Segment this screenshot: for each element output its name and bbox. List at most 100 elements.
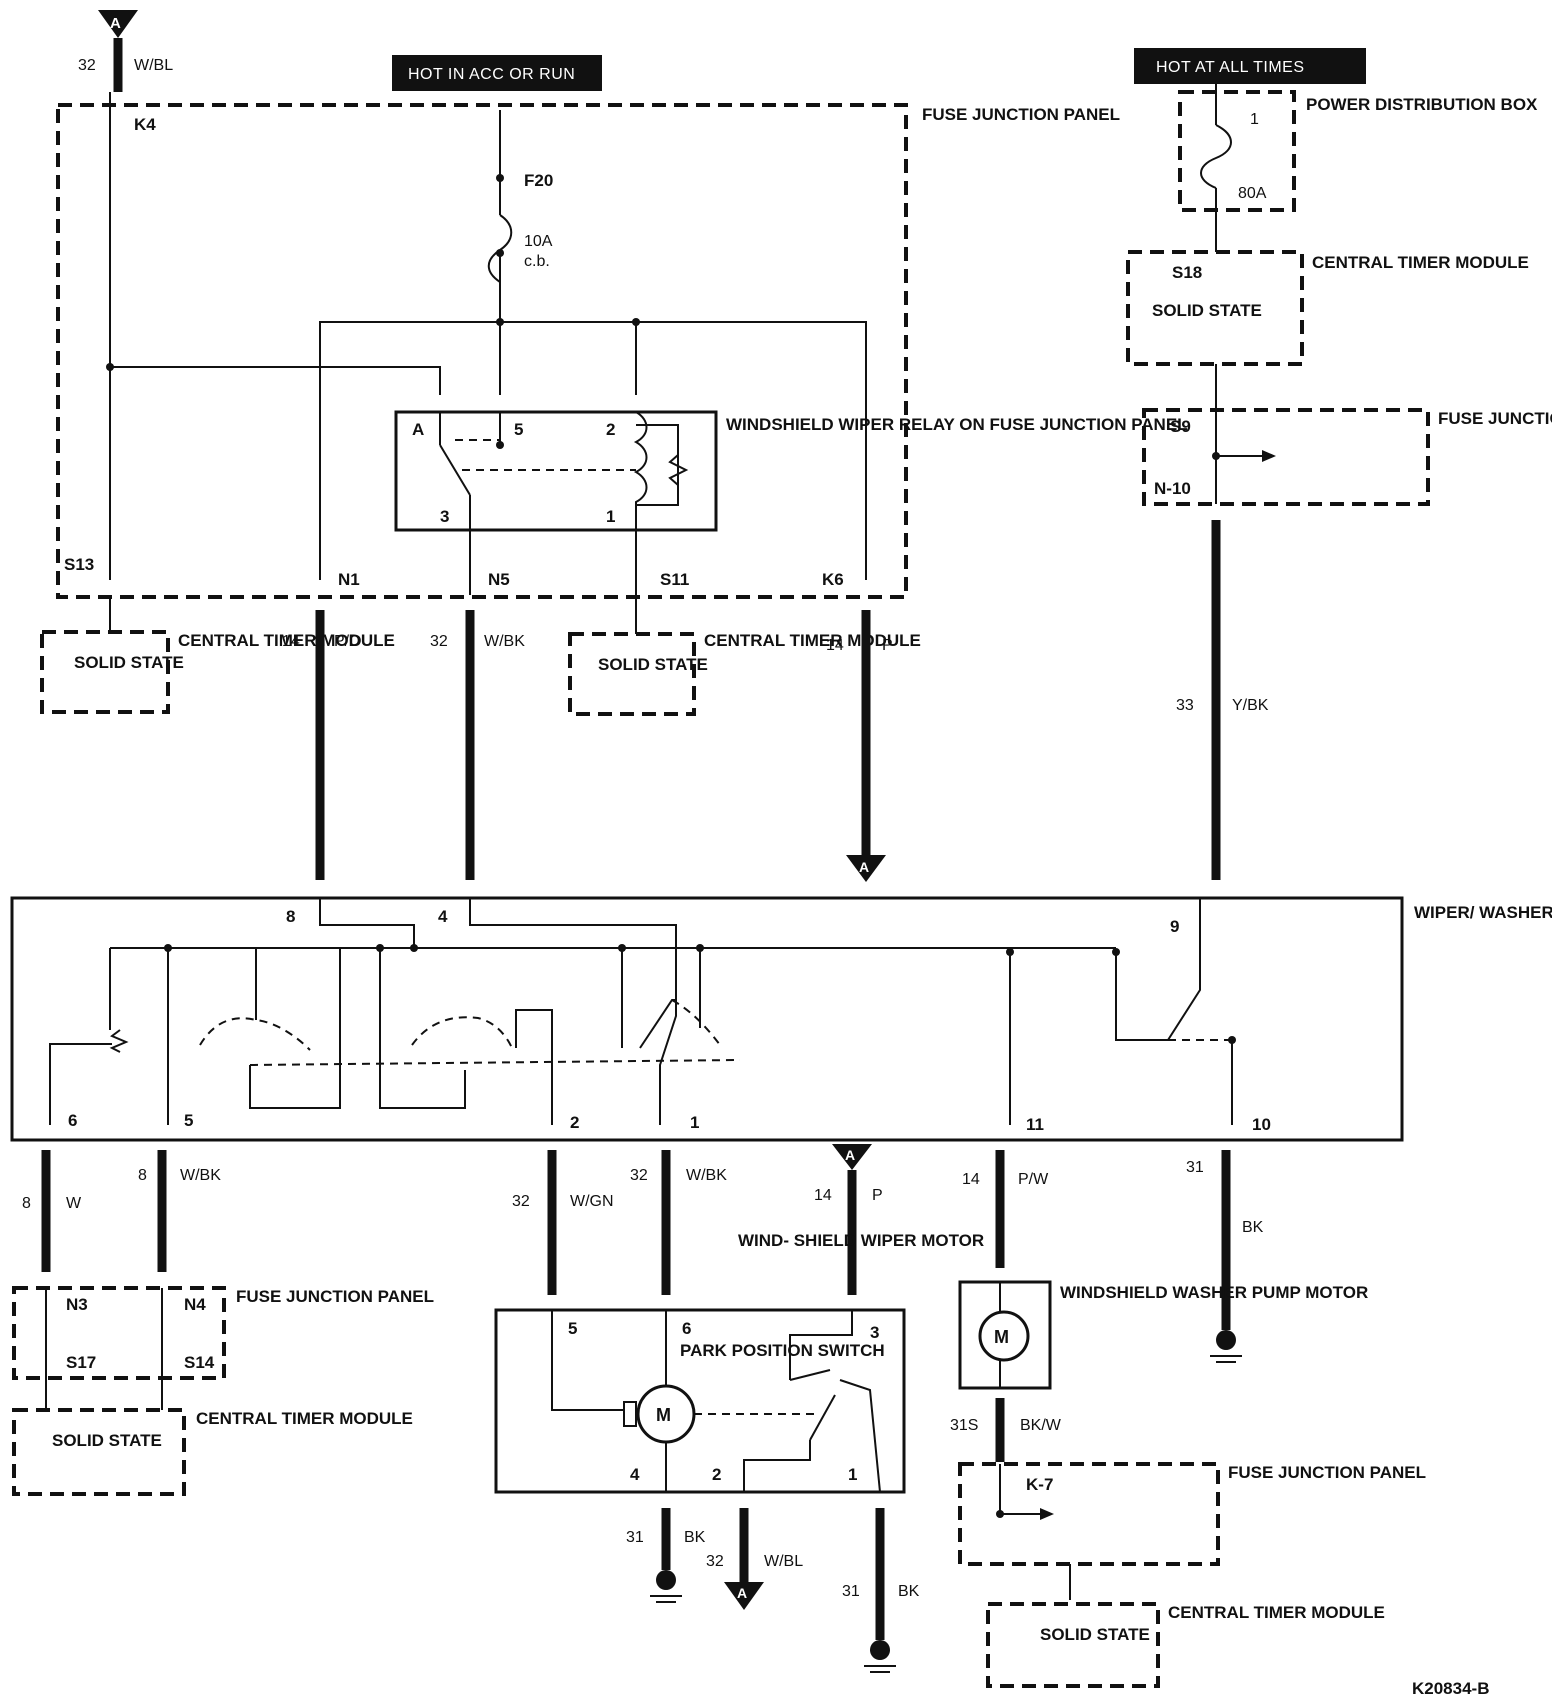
connector-a-k6: A (846, 855, 886, 882)
wire-mot1-circuit: 31 (842, 1583, 860, 1600)
banner-hot-all-times: HOT AT ALL TIMES (1156, 59, 1305, 76)
wire-top-left-circuit: 32 (78, 57, 96, 74)
ctm-upper-left-label: CENTRAL TIMER MODULE (178, 631, 395, 650)
motor-terminal-4: 4 (630, 1465, 640, 1484)
wire-sw11-circuit: 14 (962, 1171, 980, 1188)
ctm-lower-right-solid-state: SOLID STATE (1040, 1625, 1150, 1644)
ctm-upper-left-solid-state: SOLID STATE (74, 653, 184, 672)
terminal-s13: S13 (64, 555, 94, 574)
wire-pump-circuit: 31S (950, 1417, 978, 1434)
fuse-f20-id: F20 (524, 171, 553, 190)
connector-a-mot2: A (724, 1582, 764, 1610)
switch-terminal-8: 8 (286, 907, 295, 926)
wire-k6-color: P (882, 637, 893, 654)
fuse-junction-panel-main-label: FUSE JUNCTION PANEL (922, 105, 1120, 124)
connector-a-top-label: A (110, 15, 121, 32)
switch-terminal-6: 6 (68, 1111, 77, 1130)
fuse-junction-panel-main-box (56, 103, 908, 599)
ground-icon (650, 1570, 682, 1603)
wire-k6-circuit: 14 (826, 637, 844, 654)
wire-n1-color: P/O (334, 633, 362, 650)
wiper-relay-label: WINDSHIELD WIPER RELAY ON FUSE JUNCTION … (726, 415, 1188, 434)
wire-sw11-color: P/W (1018, 1171, 1049, 1188)
wire-mot3-color: P (872, 1187, 883, 1204)
wire-sw6-circuit: 8 (22, 1195, 31, 1212)
ctm-upper-left-box (40, 630, 170, 714)
switch-terminal-2: 2 (570, 1113, 579, 1132)
power-distribution-box-label: POWER DISTRIBUTION BOX (1306, 95, 1538, 114)
ctm-lower-right-box (986, 1602, 1160, 1688)
wiper-motor-label: WIND- SHIELD WIPER MOTOR (738, 1231, 984, 1250)
terminal-s14: S14 (184, 1353, 215, 1372)
switch-terminal-10: 10 (1252, 1115, 1271, 1134)
ctm-right-label: CENTRAL TIMER MODULE (1312, 253, 1529, 272)
motor-terminal-5: 5 (568, 1319, 577, 1338)
wire-sw10-circuit: 31 (1186, 1159, 1204, 1176)
wire-mot3-circuit: 14 (814, 1187, 832, 1204)
fuse-junction-panel-right-label: FUSE JUNCTION PANEL (1438, 409, 1552, 428)
relay-terminal-2: 2 (606, 420, 615, 439)
connector-a-mot3-label: A (845, 1147, 855, 1163)
wire-sw5-color: W/BK (180, 1167, 221, 1184)
terminal-s11: S11 (660, 570, 689, 589)
banner-hot-all-times-box (1134, 48, 1366, 84)
terminal-s9: S9 (1170, 417, 1191, 436)
connector-a-mot3: A (832, 1144, 872, 1170)
terminal-k7: K-7 (1026, 1475, 1053, 1494)
fuse-junction-panel-right-box (1142, 408, 1430, 506)
terminal-k6: K6 (822, 570, 844, 589)
wire-mot4-circuit: 31 (626, 1529, 644, 1546)
fuse-f20-type: c.b. (524, 253, 550, 270)
terminal-n5: N5 (488, 570, 510, 589)
wire-mot2-color: W/BL (764, 1553, 803, 1570)
ctm-lower-left-box (12, 1408, 186, 1496)
washer-pump-motor-box (958, 1280, 1052, 1390)
switch-terminal-11: 11 (1026, 1115, 1044, 1134)
terminal-n1: N1 (338, 570, 360, 589)
switch-terminal-1: 1 (690, 1113, 699, 1132)
wire-pump-color: BK/W (1020, 1417, 1062, 1434)
wire-n5-circuit: 32 (430, 633, 448, 650)
connector-a-top: A (98, 10, 138, 38)
wiper-relay-box (394, 410, 718, 532)
connector-a-mot2-label: A (737, 1585, 747, 1601)
terminal-n3: N3 (66, 1295, 88, 1314)
relay-terminal-1: 1 (606, 507, 615, 526)
fuse-junction-panel-lower-right-box (958, 1462, 1220, 1566)
wire-right-color: Y/BK (1232, 697, 1269, 714)
relay-terminal-5: 5 (514, 420, 523, 439)
relay-terminal-3: 3 (440, 507, 449, 526)
wire-top-left-color: W/BL (134, 57, 173, 74)
wire-n5-color: W/BK (484, 633, 525, 650)
ctm-lower-left-solid-state: SOLID STATE (52, 1431, 162, 1450)
wire-mot4-color: BK (684, 1529, 706, 1546)
ctm-upper-mid-box (568, 632, 696, 716)
ctm-right-box (1126, 250, 1304, 366)
terminal-n4: N4 (184, 1295, 206, 1314)
terminal-k4: K4 (134, 115, 156, 134)
fuse-junction-panel-lower-left-box (12, 1286, 226, 1380)
motor-terminal-3: 3 (870, 1323, 879, 1342)
banner-hot-acc-run: HOT IN ACC OR RUN (408, 66, 575, 83)
wire-mot1-color: BK (898, 1583, 920, 1600)
figure-id: K20834-B (1412, 1679, 1490, 1698)
wiper-washer-switch-box (10, 896, 1404, 1142)
wiper-motor-m: M (656, 1405, 671, 1425)
pdb-fuse-rating: 80A (1238, 185, 1267, 202)
switch-terminal-4: 4 (438, 907, 448, 926)
panel-bottom-terminals: N1 N5 S11 K6 (338, 570, 844, 589)
ctm-lower-right-label: CENTRAL TIMER MODULE (1168, 1603, 1385, 1622)
switch-terminal-9: 9 (1170, 917, 1179, 936)
wiper-motor-symbol: M (623, 1384, 696, 1444)
ctm-lower-left-label: CENTRAL TIMER MODULE (196, 1409, 413, 1428)
washer-pump-m: M (994, 1327, 1009, 1347)
motor-terminal-2: 2 (712, 1465, 721, 1484)
ctm-right-solid-state: SOLID STATE (1152, 301, 1262, 320)
terminal-s18: S18 (1172, 263, 1202, 282)
fuse-junction-panel-lower-left-label: FUSE JUNCTION PANEL (236, 1287, 434, 1306)
terminal-n10: N-10 (1154, 479, 1191, 498)
wire-sw6-color: W (66, 1195, 82, 1212)
wire-sw1-color: W/BK (686, 1167, 727, 1184)
wire-sw2-color: W/GN (570, 1193, 614, 1210)
wire-sw1-circuit: 32 (630, 1167, 648, 1184)
